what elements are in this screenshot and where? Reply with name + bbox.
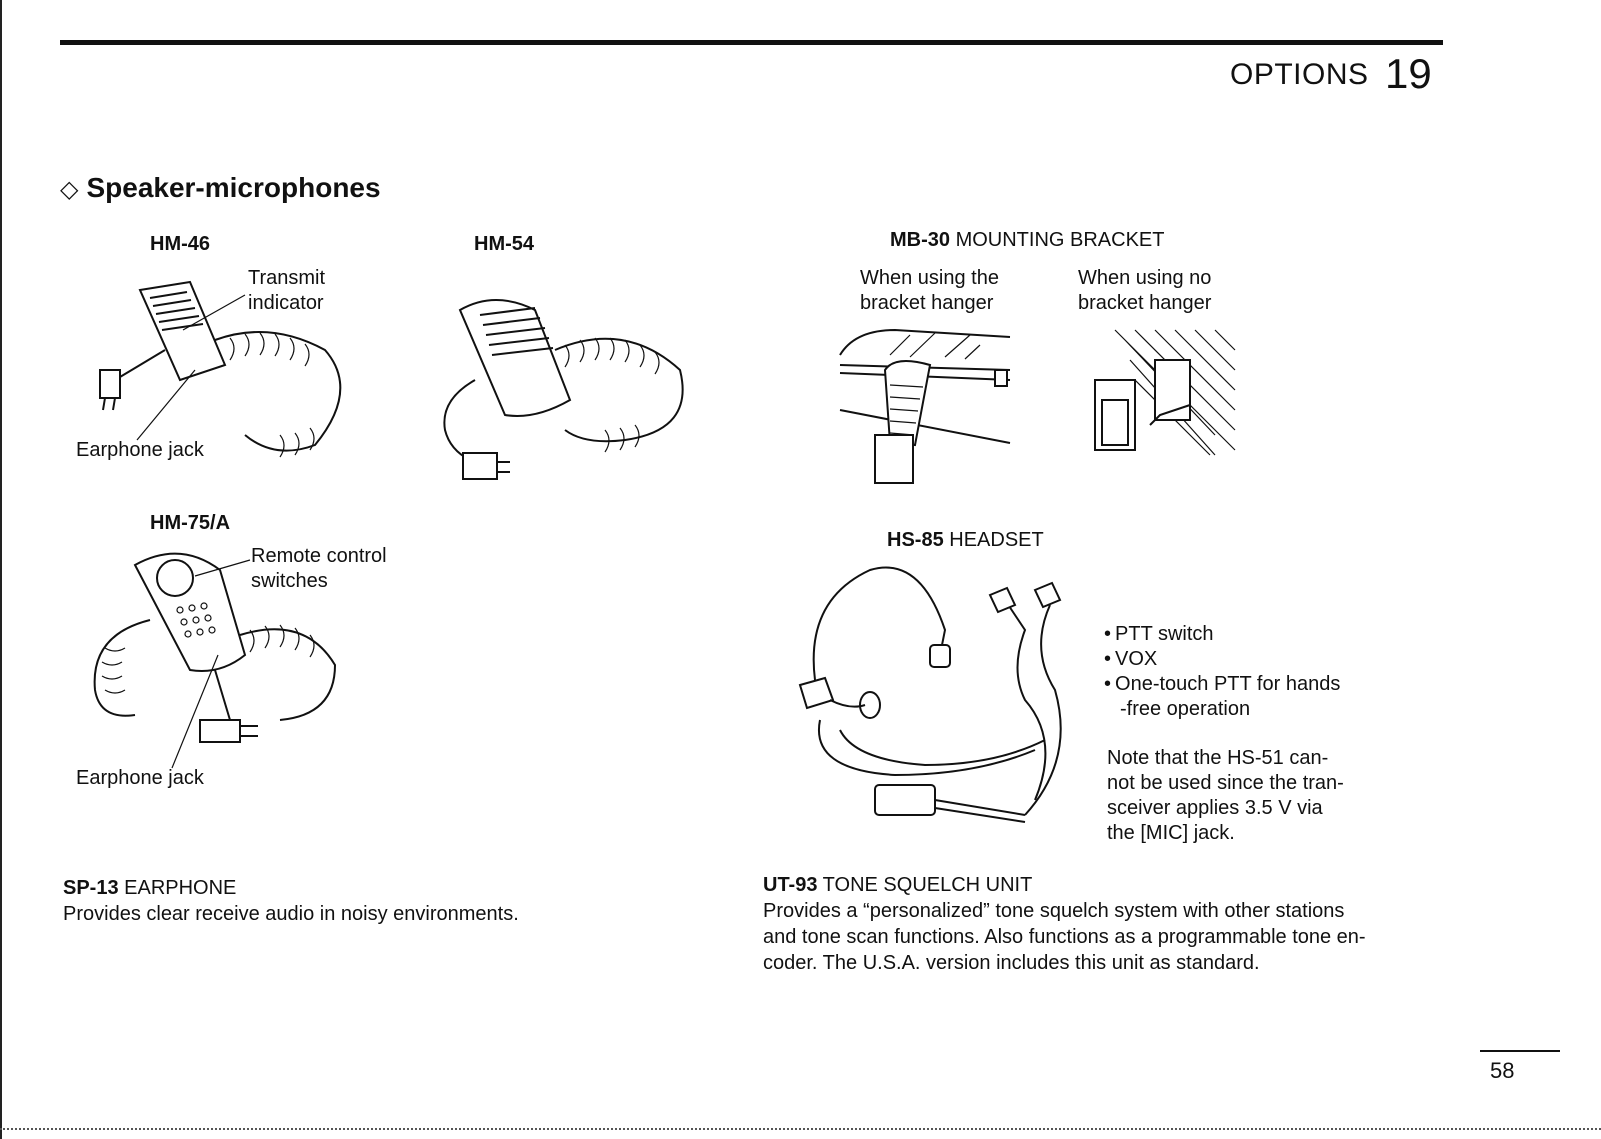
hm54-body-shape [458, 299, 572, 417]
mb30-heading: MB-30 MOUNTING BRACKET [890, 229, 1164, 252]
hm75-callout-remote: Remote control switches [251, 544, 387, 594]
hm75-callout-leader-earphone [171, 654, 219, 769]
hs85-control-box [874, 784, 936, 816]
hm75-plug [199, 669, 258, 743]
hm54-model-label: HM-54 [474, 233, 535, 255]
hm46-callout-transmit: Transmit indicator [248, 266, 325, 316]
hs85-note-line: sceiver applies 3.5 V via [1107, 797, 1323, 819]
hm46-callout-transmit-line2: indicator [248, 292, 324, 314]
hs85-feature-continuation: -free operation [1120, 698, 1251, 720]
hs85-headband [812, 566, 947, 681]
hs85-note-line: the [MIC] jack. [1107, 822, 1235, 844]
ut93-name-label: TONE SQUELCH UNIT [817, 874, 1033, 896]
mb30-model-label: MB-30 [890, 229, 951, 251]
mb30-no-hanger-illustration [1094, 329, 1236, 456]
header-title: OPTIONS [1230, 58, 1369, 91]
hs85-heading: HS-85 HEADSET [887, 529, 1044, 552]
hs85-mic [859, 691, 881, 719]
hm75-callout-leader-remote [194, 559, 251, 577]
page-number: 58 [1490, 1058, 1515, 1083]
section-title: ◇ Speaker-microphones [60, 172, 381, 204]
sp13-description: Provides clear receive audio in noisy en… [63, 903, 519, 925]
hm54-plug [443, 379, 510, 480]
hs85-note-line: not be used since the tran- [1107, 772, 1344, 794]
hm46-callout-leader-earphone [136, 369, 196, 441]
hm46-coil-cord [214, 331, 342, 458]
hm46-callout-earphone: Earphone jack [76, 439, 204, 461]
hm75-coil-cord [93, 619, 337, 721]
page-edge-line [0, 0, 2, 1139]
header-rule [60, 40, 1443, 45]
hs85-model-label: HS-85 [887, 529, 944, 551]
ut93-description-line: and tone scan functions. Also functions … [763, 926, 1366, 948]
hm46-body-shape [138, 280, 227, 382]
sp13-heading: SP-13 EARPHONE [63, 875, 519, 901]
diamond-outline-icon: ◇ [60, 176, 79, 203]
scan-edge-noise [0, 1128, 1601, 1132]
hs85-note: Note that the HS-51 can- not be used sin… [1107, 746, 1344, 846]
ut93-description-line: Provides a “personalized” tone squelch s… [763, 900, 1345, 922]
mb30-caption-right-line2: bracket hanger [1078, 292, 1212, 314]
hs85-feature-item: VOX [1104, 647, 1340, 672]
hs85-note-line: Note that the HS-51 can- [1107, 747, 1329, 769]
mb30-name-label: MOUNTING BRACKET [950, 229, 1165, 251]
hm54-illustration [443, 299, 684, 480]
hm54-coil-cord [554, 337, 684, 453]
hs85-name-label: HEADSET [943, 529, 1044, 551]
hm75-callout-remote-line1: Remote control [251, 545, 387, 567]
mb30-caption-right-line1: When using no [1078, 267, 1212, 289]
hm75-illustration [93, 552, 337, 769]
hm75-callout-remote-line2: switches [251, 570, 328, 592]
ut93-heading: UT-93 TONE SQUELCH UNIT [763, 872, 1366, 898]
hm75-remote-switch-cluster [156, 559, 194, 597]
hm46-callout-transmit-line1: Transmit [248, 267, 326, 289]
hm75-callout-earphone: Earphone jack [76, 767, 204, 789]
sp13-name-label: EARPHONE [118, 877, 237, 899]
hm46-callout-leader-transmit [182, 294, 246, 331]
hs85-feature-item: One-touch PTT for hands [1104, 672, 1340, 697]
mb30-hanger-illustration [839, 328, 1011, 484]
section-title-text: Speaker-microphones [86, 172, 381, 203]
ut93-model-label: UT-93 [763, 874, 818, 896]
mb30-caption-right: When using no bracket hanger [1078, 266, 1211, 316]
hs85-illustration [798, 566, 1062, 823]
hm46-model-label: HM-46 [150, 233, 211, 255]
hs85-ptt-switch [798, 676, 835, 710]
footer-rule [1480, 1050, 1560, 1052]
hm75-model-label: HM-75/A [150, 512, 231, 534]
hs85-feature-list: PTT switch VOX One-touch PTT for hands -… [1104, 622, 1340, 722]
mb30-caption-left: When using the bracket hanger [860, 266, 999, 316]
hm75-body-shape [133, 552, 247, 672]
sp13-block: SP-13 EARPHONE Provides clear receive au… [63, 875, 519, 927]
mb30-caption-left-line2: bracket hanger [860, 292, 994, 314]
hs85-feature-item: PTT switch [1104, 622, 1340, 647]
hm46-plug [99, 349, 166, 411]
sp13-model-label: SP-13 [63, 877, 119, 899]
mb30-caption-left-line1: When using the [860, 267, 999, 289]
ut93-block: UT-93 TONE SQUELCH UNIT Provides a “pers… [763, 872, 1366, 976]
ut93-description-line: coder. The U.S.A. version includes this … [763, 952, 1260, 974]
chapter-number: 19 [1385, 50, 1432, 97]
hm46-illustration [99, 280, 342, 458]
